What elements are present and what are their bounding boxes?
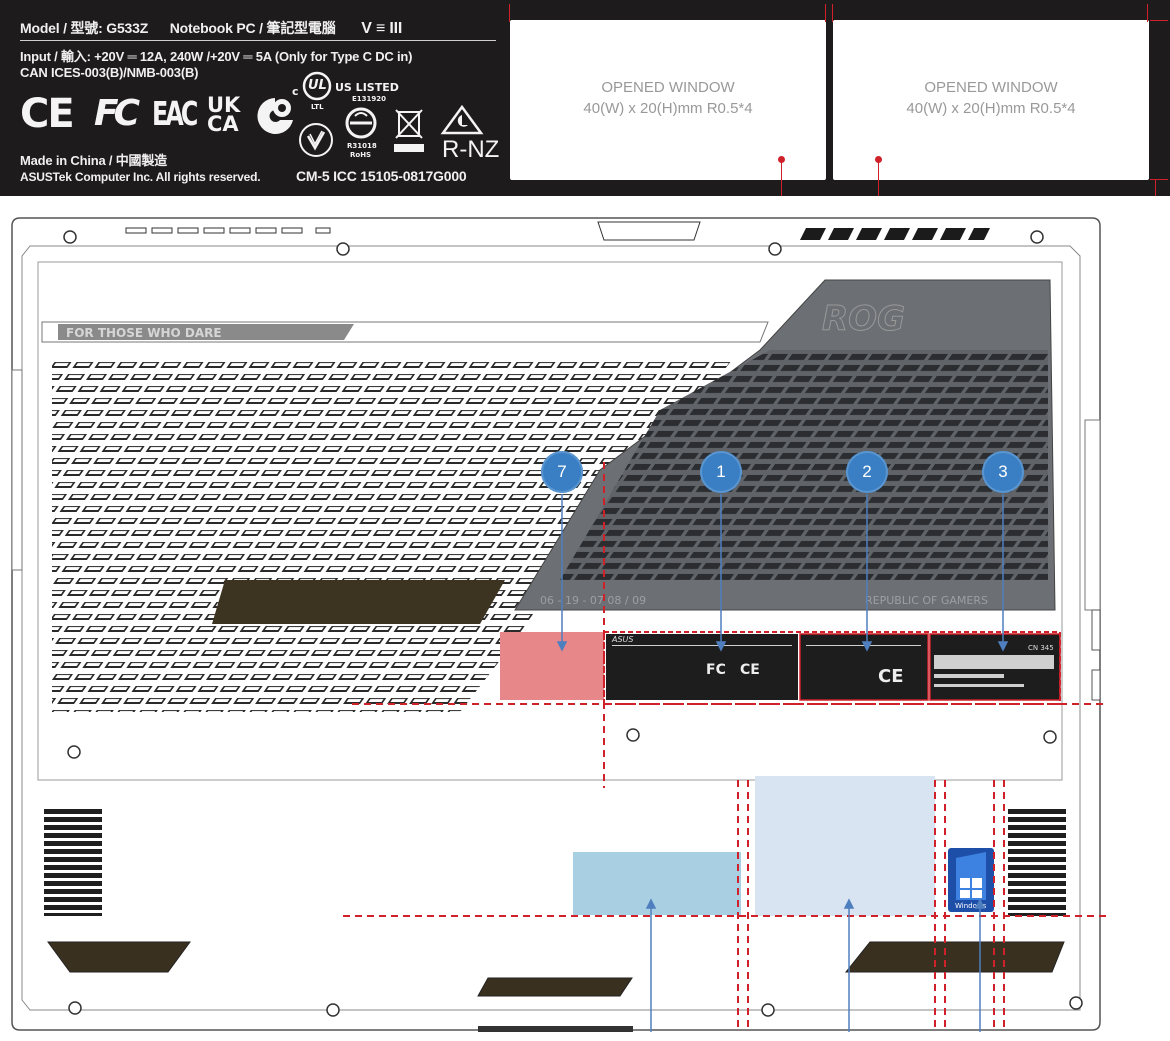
dim-mark: [825, 4, 826, 22]
weee-bin-icon: [394, 109, 424, 152]
sticker-3-boundary: [929, 633, 1061, 701]
ul-listed-text: US LISTED: [335, 81, 399, 94]
dim-leader: [878, 160, 879, 196]
right-side-vent: [1008, 808, 1066, 916]
slogan-bar: [58, 324, 354, 340]
rubber-foot-right: [844, 941, 1065, 973]
dim-mark: [1147, 4, 1148, 22]
input-line: Input / 輸入: +20V ═ 12A, 240W /+20V ═ 5A …: [20, 49, 413, 64]
pale-label-area: [755, 776, 935, 916]
sticker-2-ce: CE: [878, 666, 904, 687]
right-port: [1091, 609, 1101, 651]
dim-mark: [832, 4, 833, 22]
rog-text: REPUBLIC OF GAMERS: [865, 594, 988, 607]
product-text: Notebook PC / 筆記型電腦: [169, 20, 336, 36]
callout-badge-7: 7: [541, 451, 583, 493]
fcc-mark-icon: FC: [94, 93, 140, 134]
rohs-mark-icon: [345, 107, 377, 139]
dim-dot: [778, 156, 785, 163]
label-divider: [20, 40, 496, 41]
windows-sticker-text: Windows: [955, 902, 987, 910]
dim-dot: [875, 156, 882, 163]
sticker-area-7: [500, 632, 604, 700]
copyright-line: ASUSTek Computer Inc. All rights reserve…: [20, 170, 261, 184]
ul-mark-text: UL: [308, 78, 327, 93]
ul-file-no: E131920: [352, 95, 387, 103]
callout-badge-3: 3: [982, 451, 1024, 493]
window-2-title: OPENED WINDOW: [924, 79, 1058, 96]
sticker-1-brand: ASUS: [611, 635, 633, 644]
ul-listed-mark: c UL US LISTED E131920 LTL: [292, 65, 422, 115]
dark-vent-insert: [212, 580, 505, 624]
window-1-spec: 40(W) x 20(H)mm R0.5*4: [583, 100, 753, 117]
rcm-mark-icon: [257, 98, 293, 134]
windows-sticker: Windows: [948, 848, 994, 912]
window-1-title: OPENED WINDOW: [601, 79, 735, 96]
date-stamp: 06 - 19 - 07 08 / 09: [540, 594, 646, 607]
rohs-text: RoHS: [350, 151, 372, 159]
dim-mark: [509, 4, 510, 22]
dim-mark: [1150, 20, 1168, 21]
panel-edge: [37, 261, 1063, 781]
callout-badge-2: 2: [846, 451, 888, 493]
window-2-spec: 40(W) x 20(H)mm R0.5*4: [906, 100, 1076, 117]
made-in-line: Made in China / 中國製造: [20, 153, 167, 168]
laptop-bottom-drawing: ROG 06 - 19 - 07 08 / 09 REPUBLIC OF GAM…: [11, 217, 1110, 1032]
energy-symbols: V ≡ III: [361, 20, 403, 37]
sticker-2-boundary: [799, 633, 929, 701]
ukca-top: UK: [207, 93, 241, 117]
callout-badge-1: 1: [700, 451, 742, 493]
brand-logo: ROG: [822, 299, 905, 339]
screw-icon: [63, 230, 1083, 1017]
rcm-triangle-icon: [440, 104, 484, 135]
rnz-mark: R-NZ: [442, 136, 500, 163]
front-notch: [478, 1026, 633, 1032]
sticker-1-ce: CE: [740, 662, 760, 678]
dim-mark: [1155, 180, 1156, 196]
slogan-text: FOR THOSE WHO DARE: [66, 326, 222, 340]
rohs-code: R31018: [347, 142, 377, 150]
top-dash-row: [125, 227, 331, 234]
right-port: [1091, 669, 1101, 701]
opened-window-2: OPENED WINDOW 40(W) x 20(H)mm R0.5*4: [833, 20, 1149, 180]
right-vent-grille: [560, 350, 1048, 580]
label-model-line: Model / 型號: G533Z Notebook PC / 筆記型電腦 V …: [20, 18, 402, 38]
ukca-bottom: CA: [207, 112, 239, 136]
ce-mark-icon: CE: [20, 91, 75, 137]
sticker-1-fcc: FC: [706, 662, 726, 678]
sticker-1-rating: [606, 634, 798, 700]
cm-line: CM-5 ICC 15105-0817G000: [296, 168, 467, 184]
ul-mark-icon: [302, 71, 332, 101]
rubber-foot-center: [477, 977, 633, 997]
rubber-foot-left: [47, 941, 191, 973]
right-edge-port: [1084, 419, 1101, 611]
leader-arrows: [556, 494, 1009, 1032]
hinge-notch: [597, 221, 701, 241]
model-text: Model / 型號: G533Z: [20, 20, 149, 36]
label-strip: Model / 型號: G533Z Notebook PC / 筆記型電腦 V …: [0, 0, 1170, 196]
can-line: CAN ICES-003(B)/NMB-003(B): [20, 65, 199, 80]
ul-ltl: LTL: [311, 103, 324, 111]
guide-lines: [343, 462, 1110, 1030]
ukca-mark-icon: UK CA: [205, 93, 245, 136]
eac-mark-icon: EAC: [152, 94, 198, 133]
left-side-vent: [44, 808, 102, 916]
ul-c: c: [292, 85, 299, 98]
rating-label: Model / 型號: G533Z Notebook PC / 筆記型電腦 V …: [10, 10, 500, 190]
blue-label-area: [573, 852, 741, 915]
top-right-vents: [800, 228, 990, 240]
dim-leader: [781, 160, 782, 196]
left-edge-port: [11, 369, 23, 571]
recycle-mark-icon: [299, 123, 333, 157]
dim-mark: [1150, 179, 1168, 180]
sticker-3-code: CN 345: [1028, 644, 1054, 652]
opened-window-1: OPENED WINDOW 40(W) x 20(H)mm R0.5*4: [510, 20, 826, 180]
